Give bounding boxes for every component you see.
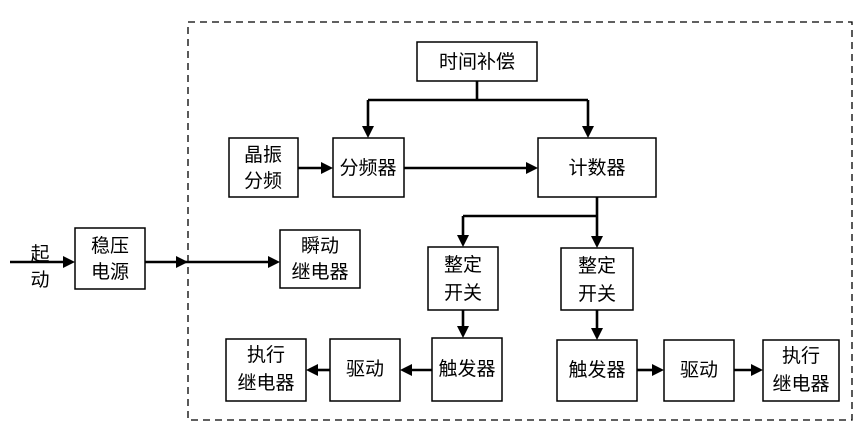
exec-relay-left-block <box>225 338 307 402</box>
time-compensation-block <box>416 41 538 82</box>
trigger-to-driver-left-arrow <box>400 364 412 376</box>
setting-switch-right-block <box>560 247 634 311</box>
driver-to-relay-left-arrow <box>306 364 318 376</box>
setting-switch-left-label-2: 开关 <box>444 282 482 304</box>
switch-to-trigger-right-arrow <box>591 328 603 340</box>
supply-arrow-1 <box>176 256 188 268</box>
counter-label: 计数器 <box>568 157 625 179</box>
instant-relay-block <box>279 229 361 289</box>
crystal-oscillator-label-2: 分频 <box>244 170 282 192</box>
divider-to-counter-arrow <box>526 162 538 174</box>
exec-relay-left-label-2: 继电器 <box>237 372 294 394</box>
driver-left-block <box>329 338 401 402</box>
counter-to-switch-left-arrow <box>457 235 469 247</box>
instant-relay-label-2: 继电器 <box>291 261 348 283</box>
setting-switch-left-label-1: 整定 <box>444 254 482 276</box>
counter-block <box>537 137 657 198</box>
regulated-supply-block <box>74 227 146 290</box>
instant-relay-label-1: 瞬动 <box>301 235 339 257</box>
driver-right-block <box>663 339 735 402</box>
driver-to-relay-right-arrow <box>751 364 763 376</box>
trigger-right-label: 触发器 <box>568 359 625 381</box>
exec-relay-right-label-2: 继电器 <box>772 373 829 395</box>
exec-relay-left-label-1: 执行 <box>247 344 285 366</box>
start-label-line-1: 起 <box>30 243 49 265</box>
trigger-left-block <box>431 337 503 402</box>
setting-switch-right-label-2: 开关 <box>578 283 616 305</box>
regulated-supply-label-2: 电源 <box>91 261 129 283</box>
exec-relay-right-label-1: 执行 <box>782 345 820 367</box>
trigger-right-block <box>556 339 638 402</box>
timecomp-to-divider-arrow <box>362 126 374 138</box>
driver-right-label: 驱动 <box>680 359 718 381</box>
counter-to-switch-right-arrow <box>591 236 603 248</box>
driver-left-label: 驱动 <box>346 358 384 380</box>
trigger-left-label: 触发器 <box>438 358 495 380</box>
exec-relay-right-block <box>762 339 840 402</box>
regulated-supply-label-1: 稳压 <box>91 235 129 257</box>
start-input-arrow <box>63 256 75 268</box>
setting-switch-right-label-1: 整定 <box>578 255 616 277</box>
osc-to-divider-arrow <box>321 162 333 174</box>
setting-switch-left-block <box>427 246 499 311</box>
timecomp-to-counter-arrow <box>582 126 594 138</box>
start-label-line-2: 动 <box>30 269 49 291</box>
frequency-divider-label: 分频器 <box>339 157 396 179</box>
crystal-oscillator-block <box>228 137 299 198</box>
trigger-to-driver-right-arrow <box>652 364 664 376</box>
frequency-divider-block <box>332 137 405 198</box>
supply-arrow-2 <box>268 256 280 268</box>
switch-to-trigger-left-arrow <box>457 326 469 338</box>
dashed-boundary <box>187 21 853 421</box>
crystal-oscillator-label-1: 晶振 <box>244 144 282 166</box>
time-compensation-label: 时间补偿 <box>439 51 515 73</box>
